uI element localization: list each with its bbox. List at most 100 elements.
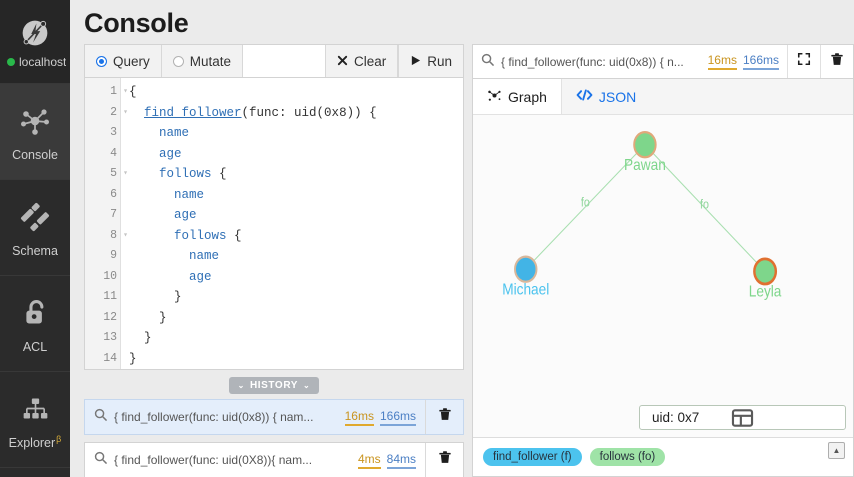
code-line: age — [159, 146, 182, 161]
network-nodes-icon — [16, 102, 54, 140]
line-number: 14 — [103, 351, 117, 365]
code-content[interactable]: { find_follower(func: uid(0x8)) { name a… — [121, 78, 463, 369]
line-number: 8▾ — [85, 226, 128, 247]
line-number: 6 — [110, 187, 117, 201]
code-line: } — [129, 331, 152, 345]
server-label: localhost — [19, 55, 67, 69]
server-latency: 16ms — [707, 53, 737, 70]
server-latency: 16ms — [344, 409, 374, 426]
result-tabs: Graph JSON — [473, 79, 853, 115]
line-number: 5▾ — [85, 164, 128, 185]
sidebar-brand[interactable]: localhost — [0, 0, 70, 84]
line-number: 13 — [103, 331, 117, 344]
uid-tooltip: uid: 0x7 — [639, 405, 846, 430]
code-line: name — [174, 187, 205, 202]
expand-result-button[interactable] — [787, 45, 820, 78]
code-line: name — [189, 249, 220, 263]
trash-icon — [830, 52, 844, 72]
line-number: 12 — [103, 310, 117, 324]
sidebar-item-explorer[interactable]: Explorer β — [0, 372, 70, 468]
run-label: Run — [427, 53, 452, 69]
line-number: 4 — [110, 146, 117, 160]
radio-unselected-icon — [172, 55, 184, 67]
sidebar-item-console[interactable]: Console — [0, 84, 70, 180]
tab-graph[interactable]: Graph — [473, 79, 562, 114]
close-x-icon — [337, 54, 348, 69]
history-item-main[interactable]: { find_follower(func: uid(0X8)){ nam... 4… — [85, 443, 425, 477]
dgraph-logo-icon — [16, 14, 54, 52]
legend-chip[interactable]: find_follower (f) — [483, 448, 582, 466]
history-timings: 4ms 84ms — [357, 452, 416, 469]
line-number: 3 — [110, 126, 117, 139]
fold-arrow-icon: ▾ — [123, 230, 128, 240]
sidebar-item-schema[interactable]: Schema — [0, 180, 70, 276]
panes: Query Mutate — [84, 44, 854, 477]
history-query-text: { find_follower(func: uid(0x8)) { nam... — [114, 410, 314, 424]
sidebar-item-label: Explorer β — [8, 434, 62, 450]
code-line: find_follower(func: uid(0x8)) { — [144, 105, 377, 120]
sidebar-item-label: Console — [12, 147, 58, 162]
legend-chip[interactable]: follows (fo) — [589, 448, 666, 466]
history-delete-button[interactable] — [425, 400, 463, 434]
radio-selected-icon — [96, 55, 107, 67]
graph-edge[interactable] — [525, 144, 646, 270]
page-title: Console — [84, 8, 189, 38]
graph-node-label: Michael — [502, 281, 549, 298]
line-number: 7 — [110, 208, 117, 221]
editor-toolbar: Query Mutate — [85, 45, 463, 78]
hierarchy-icon — [16, 390, 54, 428]
total-latency: 166ms — [742, 53, 779, 70]
connection-status-dot — [7, 58, 15, 66]
fold-arrow-icon: ▾ — [123, 169, 128, 178]
result-header: { find_follower(func: uid(0x8)) { n... 1… — [473, 45, 853, 79]
tools-icon — [16, 198, 54, 236]
line-number: 11 — [103, 290, 117, 303]
graph-edge-label: fo — [700, 198, 709, 212]
search-icon — [94, 451, 107, 469]
graph-node[interactable] — [514, 255, 538, 283]
code-line: age — [174, 208, 197, 222]
tab-json[interactable]: JSON — [562, 79, 650, 114]
graph-edge[interactable] — [644, 144, 766, 272]
tab-graph-label: Graph — [508, 88, 547, 105]
total-latency: 166ms — [379, 409, 416, 426]
delete-result-button[interactable] — [820, 45, 853, 78]
sidebar-item-acl[interactable]: ACL — [0, 276, 70, 372]
run-button[interactable]: Run — [398, 45, 463, 77]
sidebar-item-text: Explorer — [8, 435, 56, 450]
history-item-main[interactable]: { find_follower(func: uid(0x8)) { nam...… — [85, 400, 425, 434]
search-icon — [94, 408, 107, 426]
result-query-row[interactable]: { find_follower(func: uid(0x8)) { n... 1… — [473, 45, 787, 78]
graph-node[interactable] — [753, 257, 778, 286]
history-delete-button[interactable] — [425, 443, 463, 477]
history-toggle-label: HISTORY — [249, 380, 299, 391]
graph-legend: find_follower (f) follows (fo) ▲ — [473, 437, 853, 476]
query-pane: Query Mutate — [84, 44, 464, 477]
code-line: follows { — [174, 228, 242, 243]
history-item[interactable]: { find_follower(func: uid(0X8)){ nam... 4… — [84, 442, 464, 477]
query-mode-label: Query — [113, 53, 150, 69]
code-line: } — [129, 290, 182, 304]
sidebar-item-label: Schema — [12, 243, 58, 258]
history-toggle-button[interactable]: ⌄ HISTORY ⌄ — [228, 377, 320, 394]
code-brackets-icon — [576, 88, 593, 105]
mutate-mode-radio[interactable]: Mutate — [161, 45, 244, 77]
uid-tooltip-text: uid: 0x7 — [652, 410, 700, 425]
total-latency: 84ms — [386, 452, 416, 469]
sidebar-item-label: ACL — [22, 339, 48, 354]
server-latency: 4ms — [357, 452, 381, 469]
graph-node[interactable] — [633, 130, 657, 159]
toolbar-spacer — [243, 45, 326, 77]
fold-arrow-icon: ▾ — [123, 87, 128, 96]
history-query-text: { find_follower(func: uid(0X8)){ nam... — [114, 453, 313, 467]
clear-label: Clear — [353, 53, 387, 69]
clear-button[interactable]: Clear — [325, 45, 399, 77]
mutate-mode-label: Mutate — [189, 53, 232, 69]
triangle-up-icon[interactable]: ▲ — [828, 442, 845, 459]
history-item[interactable]: { find_follower(func: uid(0x8)) { nam...… — [84, 399, 464, 435]
query-mode-radio[interactable]: Query — [85, 45, 162, 77]
